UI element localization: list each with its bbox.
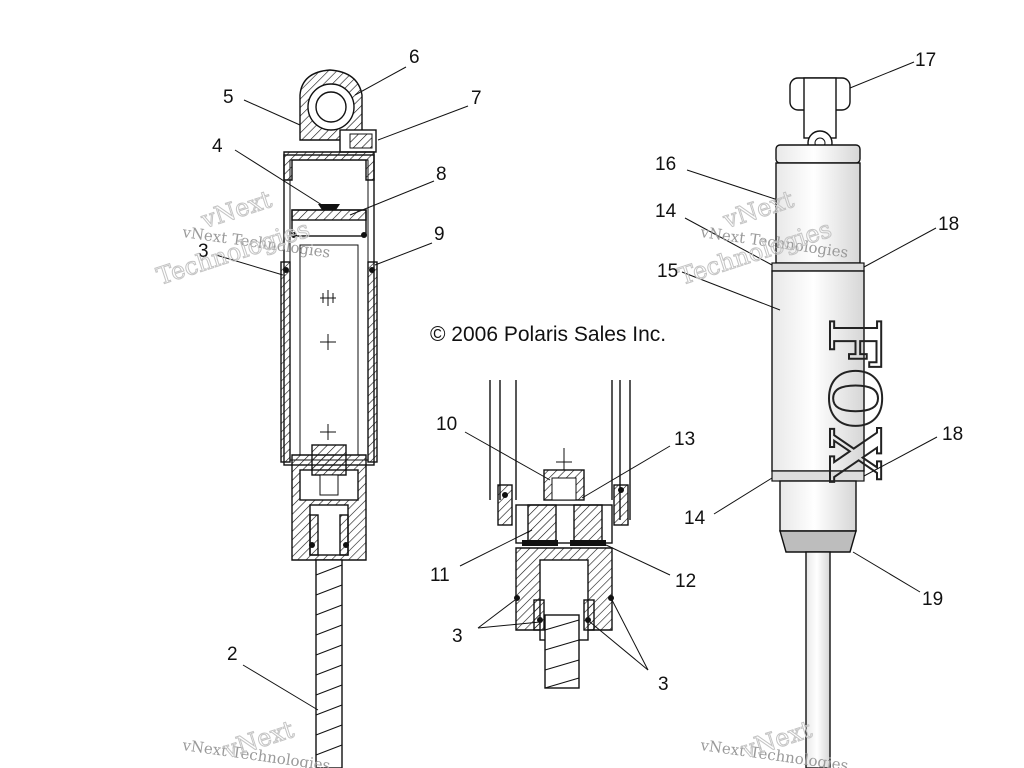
callout-14-top: 14	[655, 201, 677, 222]
callout-10: 10	[436, 414, 457, 435]
callout-16: 16	[655, 154, 676, 175]
callout-19: 19	[922, 589, 943, 610]
callout-18-bottom: 18	[942, 424, 963, 445]
callout-18-top: 18	[938, 214, 959, 235]
fox-brand-mark: FOX	[813, 318, 896, 482]
callout-15: 15	[657, 261, 678, 282]
copyright-notice: © 2006 Polaris Sales Inc.	[430, 323, 666, 346]
callout-6: 6	[409, 47, 420, 68]
callout-8: 8	[436, 164, 447, 185]
callout-labels: 2 3 3 3 4 5 6 7 8 9 10 11 12 13 14 14 15…	[198, 47, 963, 695]
left-shock-section	[280, 69, 378, 768]
right-shock-exterior: FOX	[771, 77, 897, 768]
callout-7: 7	[471, 88, 482, 109]
callout-4: 4	[212, 136, 223, 157]
callout-11: 11	[430, 565, 450, 586]
callout-3-left: 3	[198, 241, 209, 262]
center-detail-section	[489, 380, 631, 689]
callout-3-center-right: 3	[658, 674, 669, 695]
callout-3-center-left: 3	[452, 626, 463, 647]
callout-12: 12	[675, 571, 696, 592]
callout-2: 2	[227, 644, 238, 665]
callout-13: 13	[674, 429, 695, 450]
callout-14-bottom: 14	[684, 508, 706, 529]
svg-text:vNext: vNext	[197, 185, 275, 234]
callout-17: 17	[915, 50, 936, 71]
callout-5: 5	[223, 87, 234, 108]
leader-lines	[215, 61, 938, 711]
callout-9: 9	[434, 224, 445, 245]
